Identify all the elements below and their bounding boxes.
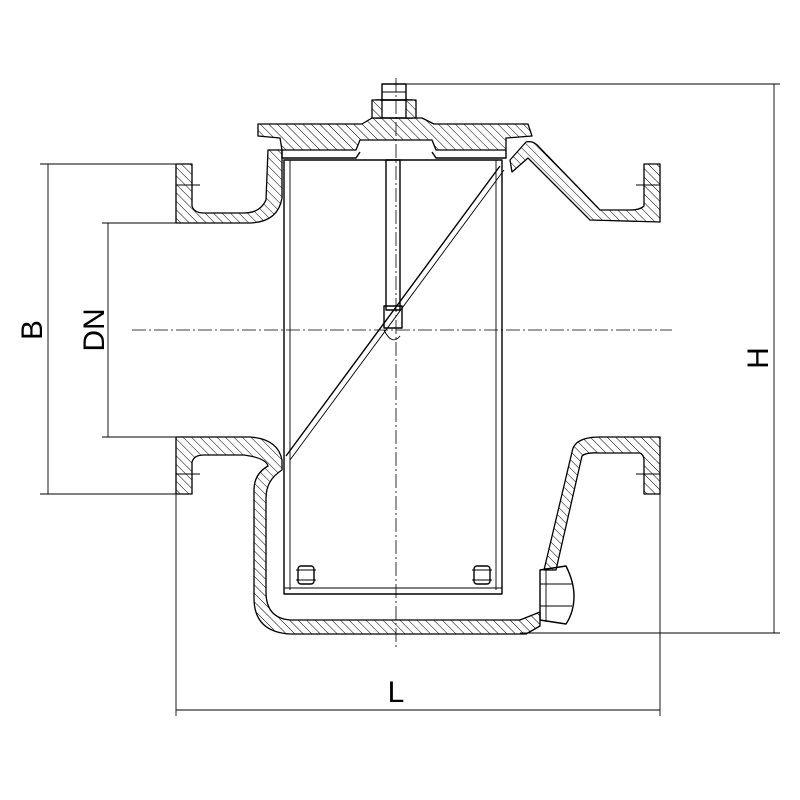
basket-frame: [283, 159, 503, 595]
cover: [257, 83, 533, 159]
right-lower-flange-and-wall: [543, 436, 661, 571]
right-upper-flange-and-wall: [509, 140, 661, 223]
label-L: L: [388, 676, 405, 709]
center-stem: [385, 159, 401, 311]
left-upper-flange: [175, 149, 283, 224]
valve-body: [175, 140, 661, 635]
cover-gasket: [281, 150, 507, 159]
label-DN: DN: [78, 308, 111, 351]
screen-basket: [283, 159, 505, 595]
left-lower-flange-and-bowl: [175, 436, 541, 635]
dimension-DN: [102, 222, 176, 438]
cover-plate: [257, 117, 533, 151]
label-H: H: [742, 347, 775, 369]
drain-plug: [539, 565, 575, 625]
dimension-B: [40, 163, 176, 495]
basket-slot-right: [473, 565, 491, 585]
label-B: B: [16, 320, 49, 340]
diagonal-screen: [285, 165, 501, 457]
flange-bolt-marks: [176, 184, 660, 475]
dimension-H: [400, 83, 780, 634]
dimension-L: [175, 494, 661, 716]
basket-slot-left: [297, 565, 315, 585]
